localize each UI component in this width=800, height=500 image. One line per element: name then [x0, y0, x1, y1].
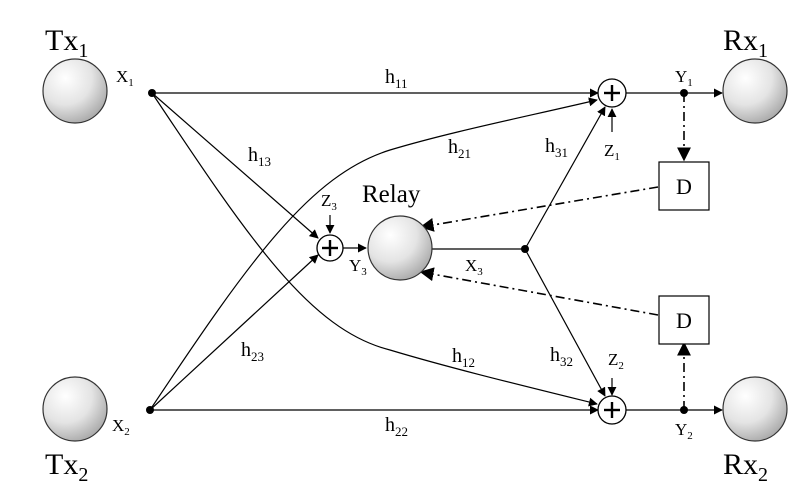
signal-y3-label: Y3 — [349, 256, 367, 278]
link-x1-to-adder2-curve — [151, 92, 598, 407]
noise-z3-label: Z3 — [321, 191, 337, 213]
tx2-node — [42, 376, 108, 442]
feedback-decoder2-to-relay — [419, 267, 659, 316]
link-x3-to-adder1 — [524, 106, 606, 250]
tx1-label: Tx1 — [45, 24, 88, 62]
junction-y2 — [680, 406, 688, 414]
feedback-decoder1-to-relay — [419, 186, 659, 232]
signal-y2-label: Y2 — [675, 420, 693, 442]
link-x2-to-adder1-curve — [149, 97, 598, 411]
signal-x1-label: X1 — [116, 67, 134, 89]
channel-h21-label: h21 — [448, 136, 471, 161]
rx2-label: Rx2 — [723, 448, 768, 486]
channel-h13-label: h13 — [248, 144, 271, 169]
link-x3-to-adder2 — [524, 248, 606, 397]
link-x2-to-adder3 — [149, 254, 319, 411]
adder-1 — [597, 78, 627, 108]
junction-x1 — [148, 89, 156, 97]
junction-x3 — [521, 245, 529, 253]
tx2-label: Tx2 — [45, 448, 88, 486]
relay-label: Relay — [362, 181, 421, 208]
rx2-node — [722, 376, 788, 442]
channel-h12-label: h12 — [452, 345, 475, 370]
signal-x3-label: X3 — [465, 256, 483, 278]
tx1-node — [42, 58, 108, 124]
rx1-label: Rx1 — [723, 24, 768, 62]
channel-h23-label: h23 — [241, 339, 264, 364]
adder-2 — [597, 395, 627, 425]
signal-y1-label: Y1 — [675, 67, 693, 89]
channel-h31-label: h31 — [545, 135, 568, 160]
channel-h32-label: h32 — [550, 344, 573, 369]
signal-x2-label: X2 — [112, 416, 130, 438]
junction-x2 — [146, 406, 154, 414]
decoder-1-label: D — [676, 174, 692, 199]
adder-3 — [316, 234, 344, 262]
decoder-2-label: D — [676, 308, 692, 333]
junction-y1 — [680, 89, 688, 97]
link-x1-to-adder3 — [151, 92, 319, 239]
noise-z1-label: Z1 — [604, 141, 620, 163]
rx1-node — [722, 58, 788, 124]
decoder-2-box — [658, 295, 710, 345]
decoder-1-box — [658, 161, 710, 211]
relay-node — [367, 215, 433, 281]
channel-h22-label: h22 — [385, 414, 408, 439]
channel-h11-label: h11 — [385, 66, 408, 91]
noise-z2-label: Z2 — [608, 350, 624, 372]
